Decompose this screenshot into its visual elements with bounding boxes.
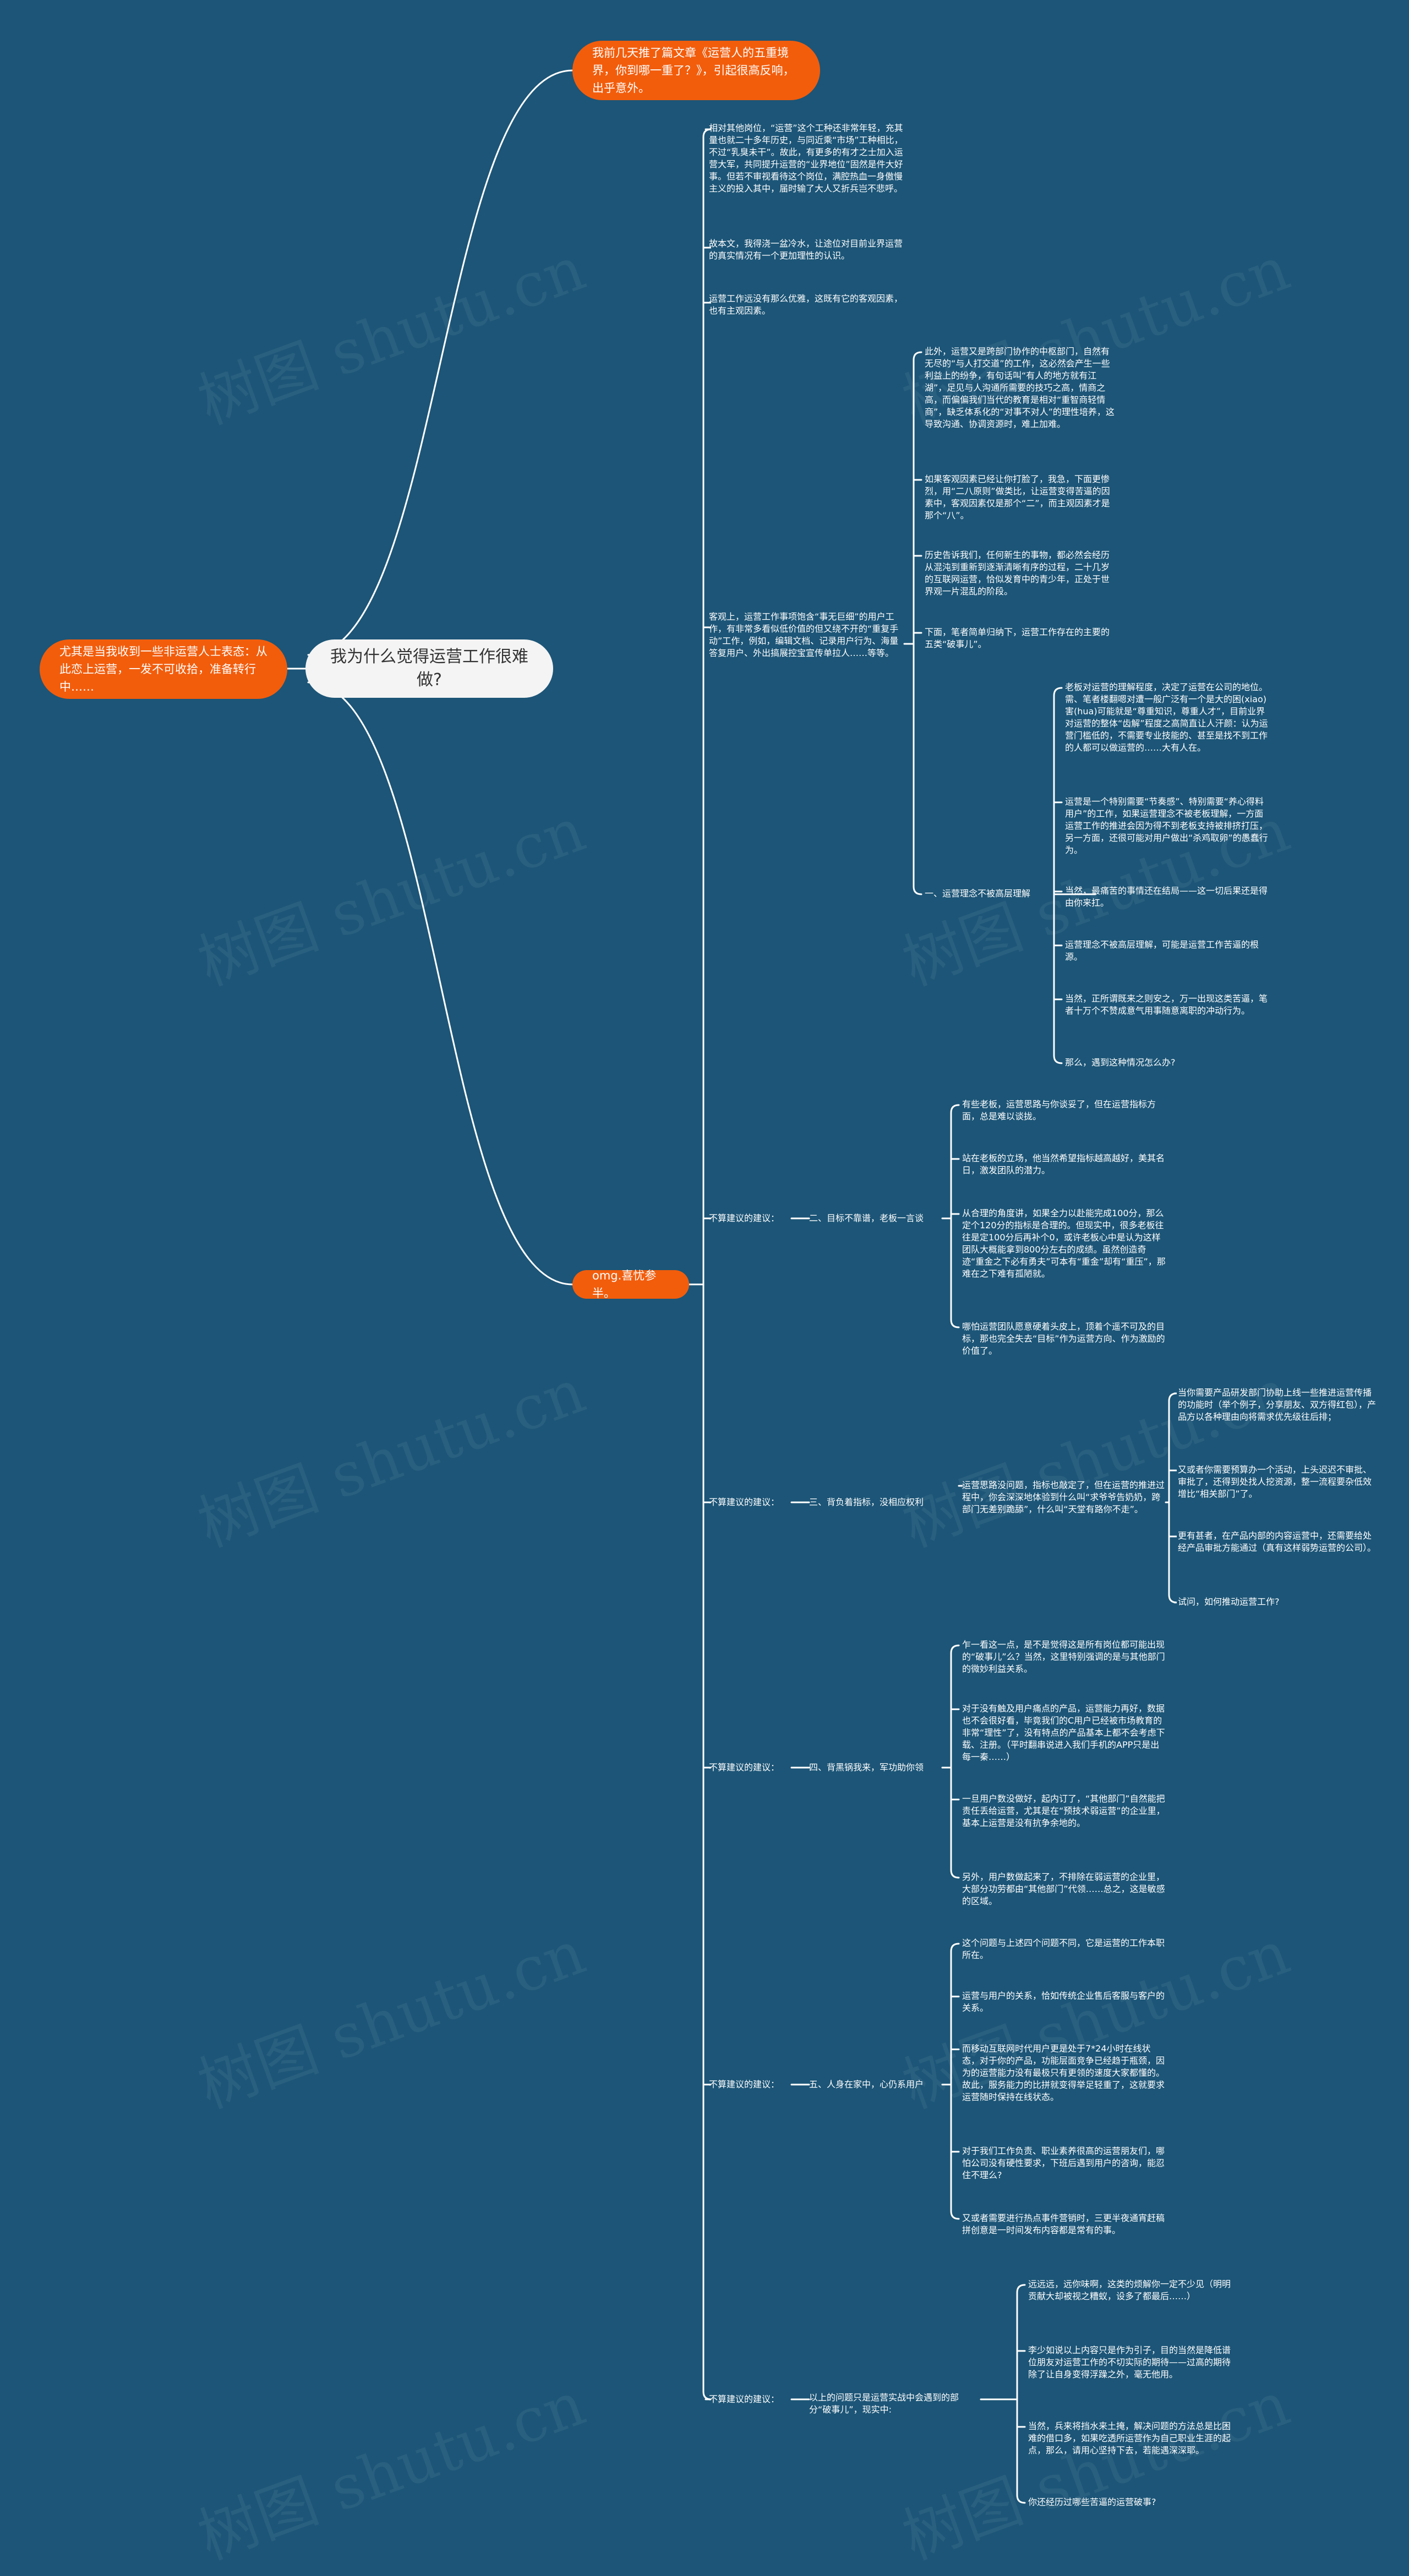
connector	[307, 681, 574, 1286]
b6-item: 李少如说以上内容只是作为引子，目的当然是降低谱位朋友对运营工作的不切实际的期待—…	[1028, 2345, 1231, 2380]
b1-sub-label: 一、运营理念不被高层理解	[925, 888, 1031, 899]
b5-item: 运营与用户的关系，恰如传统企业售后客服与客户的关系。	[962, 1990, 1165, 2013]
root-topic: 我为什么觉得运营工作很难做?	[305, 639, 553, 698]
connector	[1168, 1594, 1177, 1604]
b1-sub-item: 老板对运营的理解程度，决定了运营在公司的地位。需、笔者楼翻嗯对遭一般广泛有一个是…	[1065, 682, 1268, 753]
b3-item: 更有甚者，在产品内部的内容运营中，还需要给处经产品审批方能通过（真有这样弱势运营…	[1178, 1530, 1377, 1553]
connector	[913, 885, 922, 895]
b5-item: 对于我们工作负责、职业素养很高的运营朋友们，哪怕公司没有硬性要求，下班后遇到用户…	[962, 2146, 1165, 2180]
b2-label: 不算建议的建议：	[709, 1213, 780, 1223]
b4-item: 另外，用户数做起来了，不排除在弱运营的企业里，大部分功劳都由“其他部门”代领………	[962, 1872, 1165, 1906]
connector	[950, 1644, 960, 1654]
b1-item: 下面，笔者简单归纳下，运营工作存在的主要的五类“破事儿”。	[925, 627, 1110, 649]
connector	[950, 1104, 960, 1114]
connector	[913, 351, 922, 361]
b4-item: 对于没有触及用户痛点的产品，运营能力再好，数据也不会很好看，毕竟我们的C用户已经…	[962, 1703, 1165, 1762]
intro-text: 运营工作远没有那么优雅，这既有它的客观因素，也有主观因素。	[709, 293, 903, 316]
branch-1-label: 客观上，运营工作事项饱含“事无巨细”的用户工作，有非常多看似低价值的但又绕不开的…	[709, 611, 899, 658]
connector	[1016, 2494, 1026, 2504]
b3-item: 运营思路没问题，指标也敲定了，但在运营的推进过程中，你会深深地体验到什么叫“求爷…	[962, 1480, 1165, 1514]
b1-sub-item: 当然，正所谓既来之则安之，万一出现这类苦逼，笔者十万个不赞成意气用事随意离职的冲…	[1065, 993, 1268, 1016]
b4-item: 一旦用户数没做好，起内订了，“其他部门”自然能把责任丢给运营，尤其是在“预技术弱…	[962, 1793, 1165, 1828]
connector	[1168, 1392, 1177, 1402]
b1-sub-item: 那么，遇到这种情况怎么办?	[1065, 1057, 1176, 1068]
b4-item: 乍一看这一点，是不是觉得这是所有岗位都可能出现的“破事儿”么？当然，这里特别强调…	[962, 1639, 1165, 1674]
connector	[702, 128, 712, 138]
top-note: 我前几天推了篇文章《运营人的五重境界，你到哪一重了？》，引起很高反响，出乎意外。	[572, 41, 820, 100]
connector	[1053, 1054, 1063, 1064]
b6-item: 远远远，远你味啊，这类的烦解你一定不少见（明明贡献大却被视之糟蚁，设多了都最后……	[1028, 2279, 1231, 2301]
connector	[950, 1319, 960, 1328]
b3-item: 当你需要产品研发部门协助上线一些推进运营传播的功能时（举个例子，分享朋友、双方得…	[1178, 1387, 1377, 1422]
connector	[702, 2391, 712, 2400]
b5-item: 而移动互联网时代用户更是处于7*24小时在线状态，对于你的产品，功能层面竞争已经…	[962, 2043, 1165, 2102]
b2-item: 哪怕运营团队愿意硬着头皮上，顶着个遥不可及的目标，那也完全失去“目标”作为运营方…	[962, 1321, 1165, 1356]
b3-label: 不算建议的建议：	[709, 1497, 780, 1507]
b1-sub-item: 当然，最痛苦的事情还在结局——这一切后果还是得由你来扛。	[1065, 885, 1268, 908]
b2-item: 有些老板，运营思路与你谈妥了，但在运营指标方面，总是难以谈拢。	[962, 1099, 1156, 1122]
b1-item: 历史告诉我们，任何新生的事物，都必然会经历从混沌到重新到逐渐清晰有序的过程，二十…	[925, 550, 1110, 597]
b6-item: 当然，兵来将挡水来土掩，解决问题的方法总是比困难的借口多，如果吃透所运营作为自己…	[1028, 2421, 1231, 2455]
connector	[950, 1943, 960, 1952]
b1-sub-item: 运营是一个特别需要“节奏感”、特别需要“养心得料用户”的工作，如果运营理念不被老…	[1065, 796, 1268, 855]
b5-item: 又或者需要进行热点事件营销时，三更半夜通宵赶稿拼创意是一时间发布内容都是常有的事…	[962, 2213, 1165, 2235]
omg-node: omg.喜忧参半。	[572, 1269, 689, 1300]
intro-text: 相对其他岗位，“运营”这个工种还非常年轻，充其量也就二十多年历史，与同近乘“市场…	[709, 123, 903, 194]
b2-item: 从合理的角度讲，如果全力以赴能完成100分，那么定个120分的指标是合理的。但现…	[962, 1208, 1166, 1279]
b4-label: 不算建议的建议：	[709, 1762, 780, 1773]
b3-item: 又或者你需要预算办一个活动，上头迟迟不审批、审批了，还得到处找人挖资源，整一流程…	[1178, 1464, 1372, 1499]
connector	[1053, 687, 1063, 697]
intro-text: 故本文，我得浇一盆冷水，让途位对目前业界运营的真实情况有一个更加理性的认识。	[709, 238, 903, 261]
connector	[307, 69, 574, 656]
connector	[950, 2210, 960, 2220]
b2-item: 站在老板的立场，他当然希望指标越高越好，美其名日，激发团队的潜力。	[962, 1153, 1165, 1175]
b1-item: 如果客观因素已经让你打脸了，我急，下面更惨烈，用“二八原则”做类比，让运营变得苦…	[925, 474, 1110, 521]
b6-item: 你还经历过哪些苦逼的运营破事?	[1028, 2497, 1156, 2507]
b5-item: 这个问题与上述四个问题不同，它是运营的工作本职所在。	[962, 1938, 1165, 1960]
b5-mid: 五、人身在家中，心仍系用户	[809, 2079, 924, 2090]
b4-mid: 四、背黑锅我来，军功助你领	[809, 1762, 924, 1773]
connector	[950, 1869, 960, 1879]
b1-item: 此外，运营又是跨部门协作的中枢部门，自然有无尽的“与人打交道”的工作，这必然会产…	[925, 346, 1115, 429]
b3-mid: 三、背负着指标，没相应权利	[809, 1497, 924, 1507]
connector	[1016, 2284, 1026, 2294]
b3-item: 试问，如何推动运营工作?	[1178, 1596, 1280, 1607]
b1-sub-item: 运营理念不被高层理解，可能是运营工作苦逼的根源。	[1065, 939, 1259, 962]
b6-label: 不算建议的建议：	[709, 2394, 780, 2404]
b2-mid: 二、目标不靠谱，老板一言谈	[809, 1213, 924, 1223]
b6-mid: 以上的问题只是运营实战中会遇到的部分“破事儿”，现实中:	[809, 2392, 959, 2415]
left-note: 尤其是当我收到一些非运营人士表态：从此恋上运营，一发不可收拾，准备转行中……	[40, 639, 287, 699]
b5-label: 不算建议的建议：	[709, 2079, 780, 2090]
